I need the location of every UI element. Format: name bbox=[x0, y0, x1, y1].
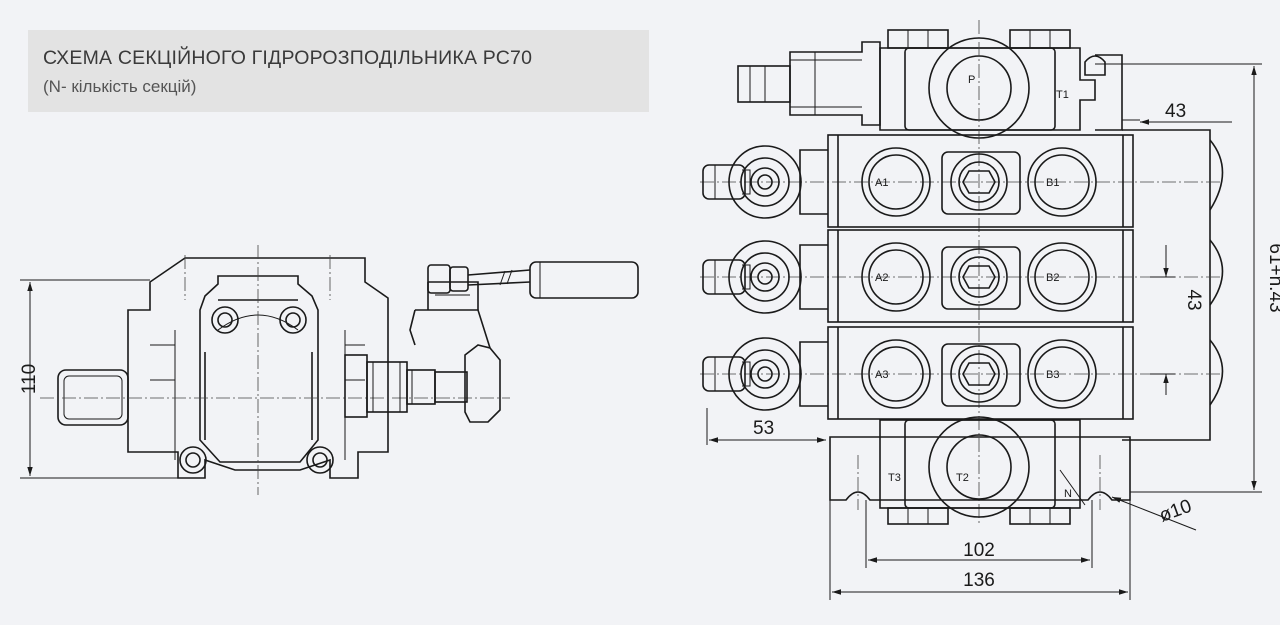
port-t2-label: T2 bbox=[956, 472, 969, 484]
port-a3-label: A3 bbox=[875, 369, 888, 381]
side-lever-handle bbox=[529, 261, 639, 299]
side-bolt-bottom-left bbox=[179, 446, 207, 474]
diagram-title: СХЕМА СЕКЦІЙНОГО ГІДРОРОЗПОДІЛЬНИКА РС70 bbox=[43, 47, 533, 69]
side-spool-cap bbox=[57, 369, 129, 426]
side-center-mount bbox=[199, 275, 319, 463]
port-b1-label: B1 bbox=[1046, 177, 1059, 189]
section-2 bbox=[702, 229, 1134, 323]
section-3 bbox=[702, 326, 1134, 420]
outlet-bolt-right bbox=[1009, 507, 1071, 525]
dim-total-width: 136 bbox=[963, 570, 995, 591]
inlet-bolt-right bbox=[1009, 29, 1071, 49]
side-lever bbox=[427, 261, 639, 299]
outlet-port-outer bbox=[928, 416, 1030, 518]
port-b3-label: B3 bbox=[1046, 369, 1059, 381]
side-body-outline bbox=[127, 257, 389, 479]
side-view bbox=[20, 245, 639, 495]
port-a2-label: A2 bbox=[875, 272, 888, 284]
side-bolt-top-right bbox=[279, 306, 307, 334]
side-bolt-bottom-right bbox=[306, 446, 334, 474]
dim-total-height: 61+n.43 bbox=[1265, 243, 1280, 312]
side-lever-housing bbox=[464, 344, 501, 423]
dim-spool-offset: 53 bbox=[753, 418, 774, 439]
relief-valve bbox=[789, 41, 881, 126]
port-a1-label: A1 bbox=[875, 177, 888, 189]
port-p-label: P bbox=[968, 74, 975, 86]
n-label: N bbox=[1064, 488, 1072, 500]
outlet-block bbox=[829, 436, 1131, 501]
diagram-subtitle: (N- кількість секцій) bbox=[43, 77, 197, 96]
dim-hole-diameter: ø10 bbox=[1157, 496, 1195, 527]
port-t3-label: T3 bbox=[888, 472, 901, 484]
side-nut-1 bbox=[344, 354, 368, 418]
port-t1-label: T1 bbox=[1056, 89, 1069, 101]
outlet-bolt-left bbox=[887, 507, 949, 525]
dim-mount-spacing: 102 bbox=[963, 540, 995, 561]
dim-section-pitch: 43 bbox=[1183, 289, 1204, 310]
port-b2-label: B2 bbox=[1046, 272, 1059, 284]
inlet-bolt-left bbox=[887, 29, 949, 49]
title-panel: СХЕМА СЕКЦІЙНОГО ГІДРОРОЗПОДІЛЬНИКА РС70… bbox=[28, 30, 649, 112]
side-bolt-top-left bbox=[211, 306, 239, 334]
outlet-port-inner bbox=[946, 434, 1012, 500]
dim-right-offset: 43 bbox=[1165, 101, 1186, 122]
front-view bbox=[700, 20, 1262, 600]
section-1 bbox=[702, 134, 1134, 228]
side-height-dim: 110 bbox=[19, 364, 40, 394]
